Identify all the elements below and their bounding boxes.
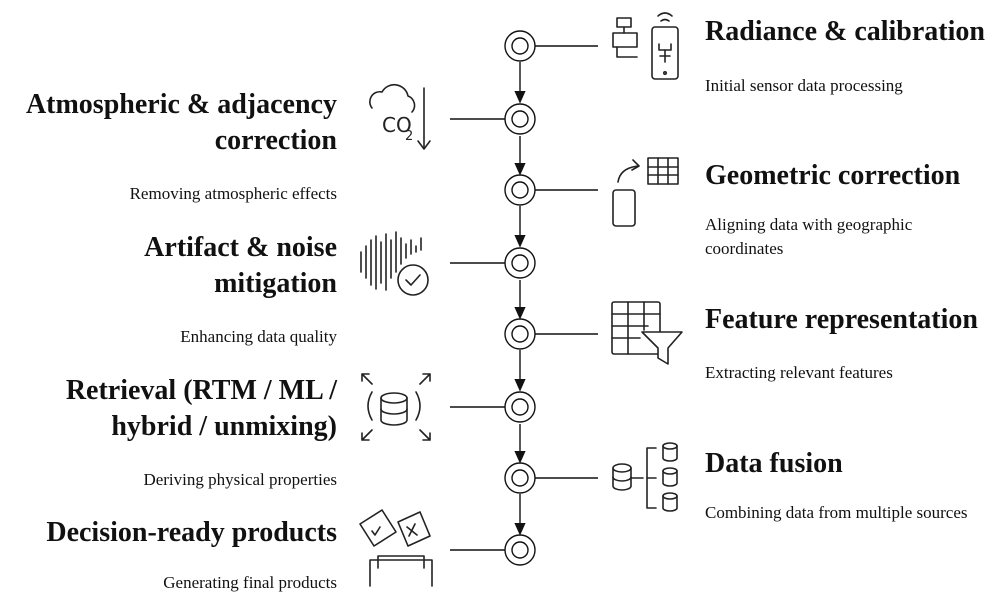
step-title-artifact-line1: Artifact & noise (144, 232, 337, 263)
node-2 (450, 103, 536, 135)
database-merge-icon (612, 442, 678, 512)
step-desc-fusion: Combining data from multiple sources (705, 503, 968, 522)
step-title-feature: Feature representation (705, 304, 978, 335)
step-title-artifact-line2: mitigation (214, 268, 337, 299)
step-title-atmospheric-line1: Atmospheric & adjacency (25, 89, 337, 120)
node-5 (504, 318, 598, 350)
node-1 (504, 30, 598, 62)
step-title-geometric: Geometric correction (705, 160, 961, 191)
step-title-retrieval-line2: hybrid / unmixing) (111, 411, 337, 442)
step-desc-decision: Generating final products (163, 573, 337, 592)
flow-nodes (450, 30, 598, 566)
database-expand-icon (361, 373, 431, 441)
co2-text: CO (382, 113, 412, 137)
node-3 (504, 174, 598, 206)
decision-cards-icon (359, 509, 433, 587)
step-desc-artifact: Enhancing data quality (180, 327, 337, 346)
step-title-decision: Decision-ready products (46, 517, 337, 548)
step-desc-geometric: Aligning data with geographic coordinate… (705, 215, 913, 258)
node-7 (504, 462, 598, 494)
step-title-retrieval-line1: Retrieval (RTM / ML / (65, 375, 337, 406)
co2-subscript: 2 (405, 129, 413, 144)
co2-cloud-icon (369, 83, 431, 150)
signal-check-icon (360, 231, 429, 296)
step-desc-feature: Extracting relevant features (705, 363, 893, 382)
sensor-device-icon (612, 12, 679, 80)
step-title-atmospheric-line2: correction (214, 125, 337, 156)
geo-transform-icon (612, 157, 679, 227)
step-title-fusion: Data fusion (705, 448, 843, 479)
step-title-radiance: Radiance & calibration (705, 16, 985, 47)
table-filter-icon (611, 301, 683, 365)
node-4 (450, 247, 536, 279)
step-desc-radiance: Initial sensor data processing (705, 76, 903, 95)
node-6 (450, 391, 536, 423)
step-desc-atmospheric: Removing atmospheric effects (129, 184, 337, 203)
node-8 (450, 534, 536, 566)
step-desc-retrieval: Deriving physical properties (143, 470, 337, 489)
